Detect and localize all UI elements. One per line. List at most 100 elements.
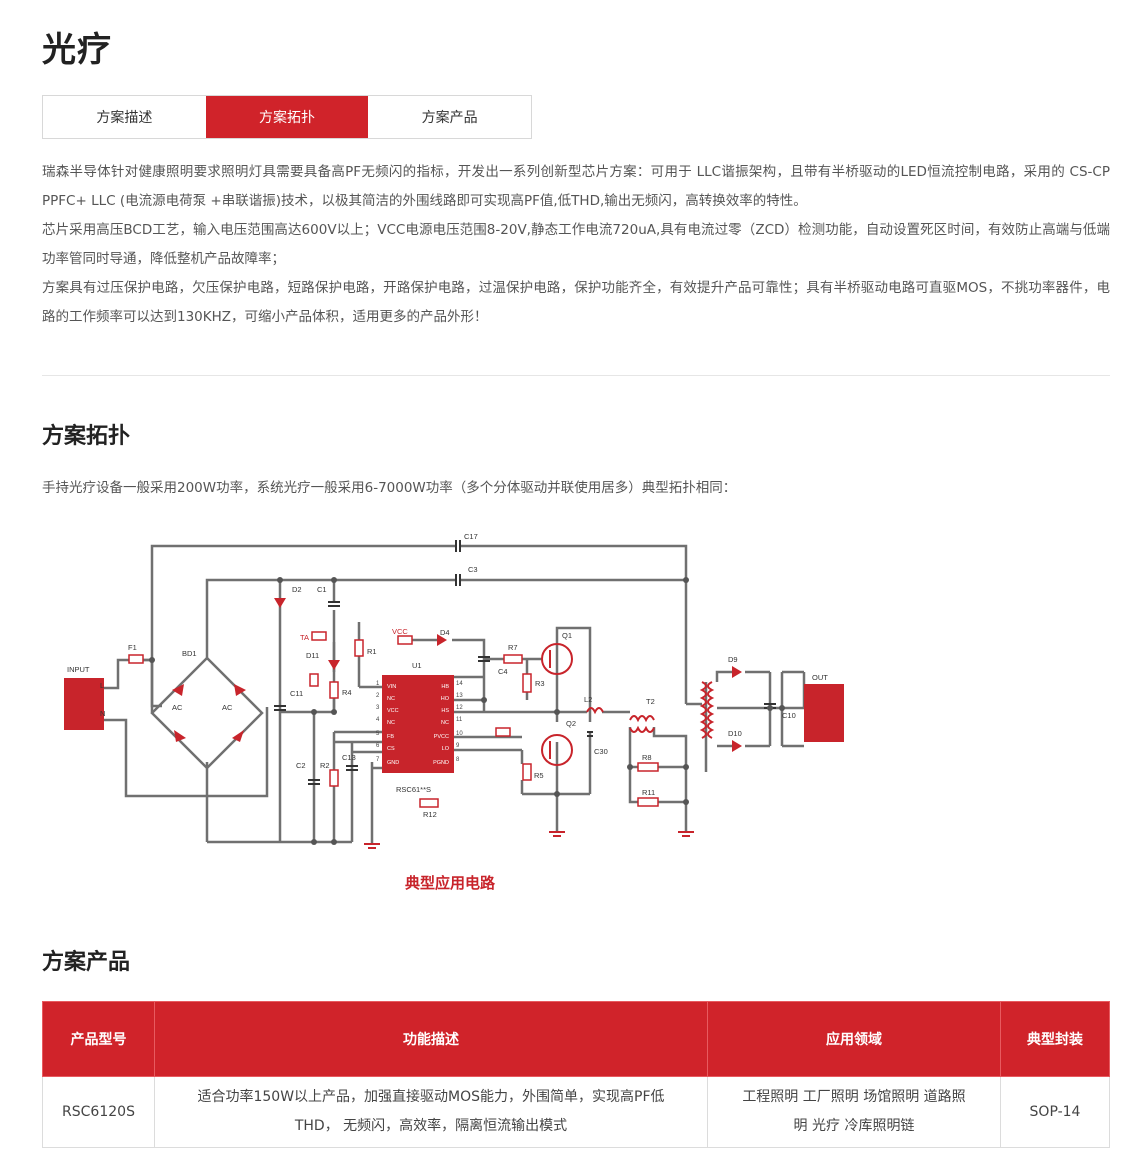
solution-description: 瑞森半导体针对健康照明要求照明灯具需要具备高PF无频闪的指标，开发出一系列创新型… [42,158,1110,332]
svg-text:PGND: PGND [433,760,449,766]
chip-pin-numbers: 1 2 3 4 5 6 7 14 13 12 11 10 9 8 [376,681,463,763]
svg-text:R11: R11 [642,788,655,797]
svg-text:C30: C30 [594,747,608,756]
tab-topology[interactable]: 方案拓扑 [205,96,369,138]
section-divider [42,375,1110,376]
svg-text:12: 12 [456,705,463,711]
output-connector [804,684,844,742]
svg-text:C1: C1 [317,585,327,594]
svg-text:NC: NC [441,720,449,726]
svg-text:U1: U1 [412,661,422,670]
column-header-package: 典型封装 [1000,1001,1110,1077]
circuit-wires [104,544,806,844]
terminals [309,631,511,737]
svg-text:D9: D9 [728,655,738,664]
ground-symbols [364,831,694,849]
svg-text:R8: R8 [642,753,652,762]
svg-text:D11: D11 [306,651,319,660]
svg-text:C4: C4 [498,667,508,676]
svg-text:AC: AC [172,703,183,712]
column-header-model: 产品型号 [42,1001,155,1077]
diodes [274,598,742,752]
svg-text:INPUT: INPUT [67,665,90,674]
svg-text:D4: D4 [440,628,450,637]
svg-text:2: 2 [376,693,380,699]
svg-text:RSC61**S: RSC61**S [396,785,431,794]
svg-text:L2: L2 [584,695,592,704]
svg-text:VCC: VCC [392,627,408,636]
products-title: 方案产品 [42,950,131,975]
capacitors [274,540,776,785]
svg-text:CS: CS [387,746,395,752]
bridge-rectifier [150,656,264,770]
solution-tabs: 方案描述 方案拓扑 方案产品 [42,95,532,139]
svg-text:11: 11 [456,717,463,723]
inductor [586,707,604,715]
svg-text:L: L [100,681,104,690]
svg-text:NC: NC [387,720,395,726]
input-connector [64,678,104,730]
svg-text:C13: C13 [342,753,356,762]
svg-text:C11: C11 [290,689,303,698]
resistors [128,639,659,808]
junction-dots [149,577,785,845]
svg-text:C3: C3 [468,565,478,574]
svg-text:6: 6 [376,743,380,749]
svg-text:C17: C17 [464,532,478,541]
svg-text:FB: FB [387,734,394,740]
tab-products[interactable]: 方案产品 [421,110,478,126]
svg-text:PVCC: PVCC [434,734,449,740]
column-header-function: 功能描述 [154,1001,708,1077]
svg-text:1: 1 [376,681,380,687]
description-paragraph: 方案具有过压保护电路，欠压保护电路，短路保护电路，开路保护电路，过温保护电路，保… [42,280,1110,325]
svg-text:D10: D10 [728,729,742,738]
svg-text:4: 4 [376,717,380,723]
svg-text:AC: AC [222,703,233,712]
svg-text:HO: HO [441,696,450,702]
product-model[interactable]: RSC6120S [42,1076,155,1148]
svg-text:14: 14 [456,681,463,687]
svg-text:F1: F1 [128,643,137,652]
svg-text:VIN: VIN [387,684,396,690]
svg-text:OUT: OUT [812,673,828,682]
svg-text:BD1: BD1 [182,649,197,658]
svg-text:10: 10 [456,731,463,737]
svg-text:Q2: Q2 [566,719,576,728]
svg-text:R1: R1 [367,647,377,656]
svg-text:3: 3 [376,705,380,711]
page-title: 光疗 [42,30,112,70]
svg-text:Q1: Q1 [562,631,572,640]
svg-text:LO: LO [442,746,450,752]
controller-chip [382,675,454,773]
chip-pin-labels: VIN NC VCC NC FB CS GND HB HO HS NC PVCC… [387,684,450,766]
description-paragraph: 瑞森半导体针对健康照明要求照明灯具需要具备高PF无频闪的指标，开发出一系列创新型… [42,164,1110,209]
svg-text:NC: NC [387,696,395,702]
svg-text:T2: T2 [646,697,655,706]
product-table: 产品型号 功能描述 应用领域 典型封装 RSC6120S 适合功率150W以上产… [42,1001,1110,1148]
svg-text:C10: C10 [782,711,796,720]
svg-text:7: 7 [376,757,380,763]
power-labels: VCC TA [300,627,408,642]
svg-text:HS: HS [441,708,449,714]
svg-text:R2: R2 [320,761,330,770]
svg-text:8: 8 [456,757,460,763]
svg-text:R4: R4 [342,688,352,697]
svg-text:HB: HB [441,684,449,690]
svg-text:R12: R12 [423,810,437,819]
circuit-diagram: VIN NC VCC NC FB CS GND HB HO HS NC PVCC… [64,532,844,892]
component-labels: C17 C3 D2 C1 D4 D11 R1 R4 C11 C2 R2 C13 … [67,532,828,819]
transformer [629,681,715,739]
svg-text:GND: GND [387,760,399,766]
topology-intro: 手持光疗设备一般采用200W功率，系统光疗一般采用6-7000W功率（多个分体驱… [42,480,737,496]
svg-text:TA: TA [300,633,309,642]
svg-text:VCC: VCC [387,708,399,714]
svg-text:D2: D2 [292,585,302,594]
svg-text:13: 13 [456,693,463,699]
product-function: 适合功率150W以上产品，加强直接驱动MOS能力，外围简单，实现高PF低THD，… [154,1076,708,1148]
tab-description[interactable]: 方案描述 [96,110,153,126]
description-paragraph: 芯片采用高压BCD工艺，输入电压范围高达600V以上；VCC电源电压范围8-20… [42,222,1110,267]
svg-text:R5: R5 [534,771,544,780]
svg-text:R3: R3 [535,679,545,688]
circuit-caption: 典型应用电路 [405,874,496,892]
product-application: 工程照明 工厂照明 场馆照明 道路照明 光疗 冷库照明链 [707,1076,1001,1148]
